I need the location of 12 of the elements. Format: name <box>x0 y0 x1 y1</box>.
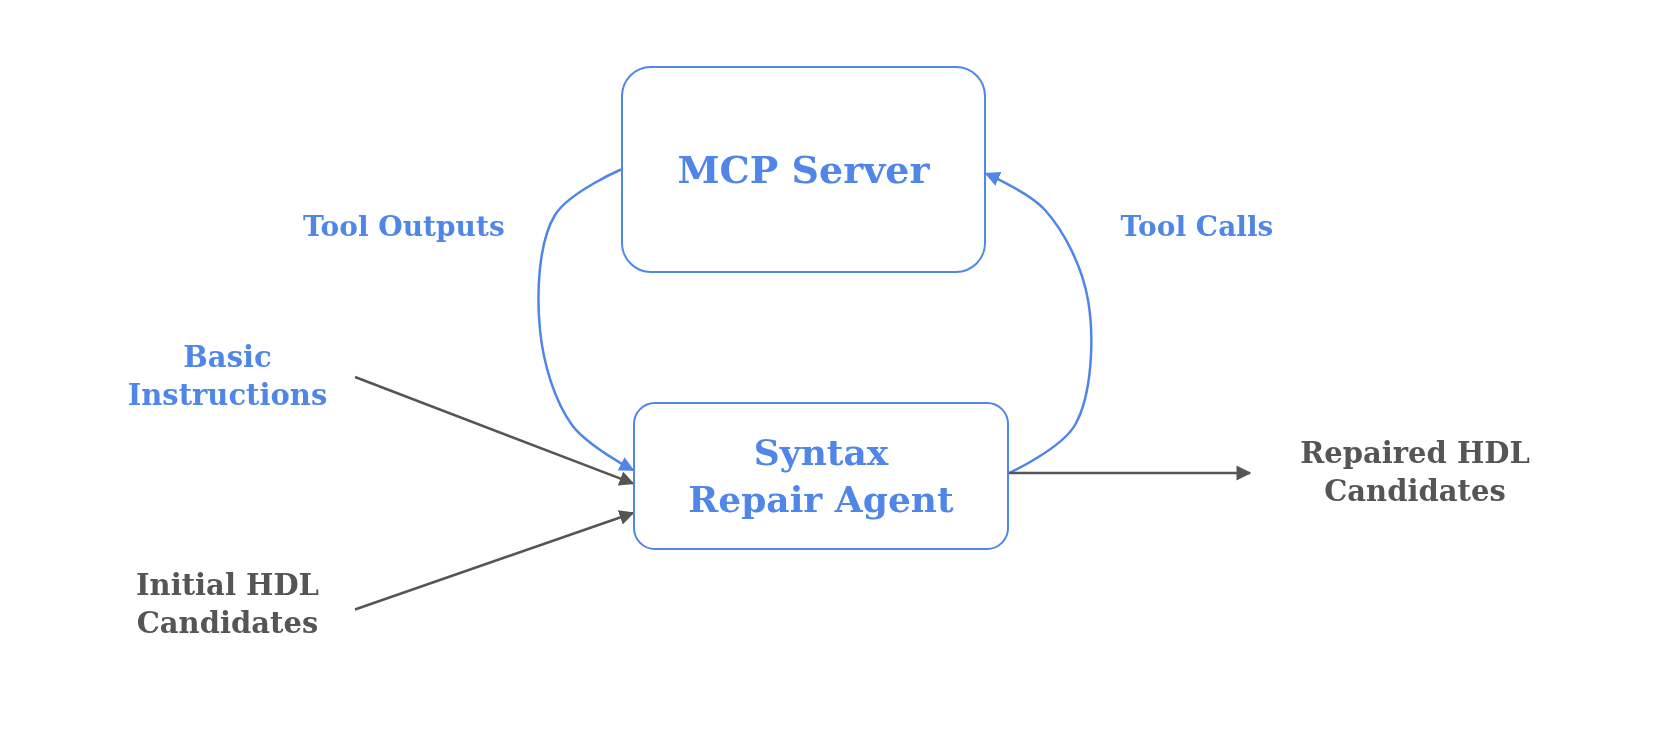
arrow <box>354 510 635 611</box>
output-label: Repaired HDL Candidates <box>1299 435 1531 510</box>
arrow <box>984 172 1093 475</box>
input-label: Initial HDL Candidates <box>135 567 320 642</box>
box-title: Syntax Repair Agent <box>687 430 955 522</box>
arrow <box>1009 465 1252 481</box>
server-box <box>621 66 986 273</box>
box-title: MCP Server <box>677 145 930 194</box>
input-label: Basic Instructions <box>126 339 329 414</box>
arrow <box>354 375 635 486</box>
arrow <box>537 168 635 472</box>
agent-box <box>633 402 1009 550</box>
